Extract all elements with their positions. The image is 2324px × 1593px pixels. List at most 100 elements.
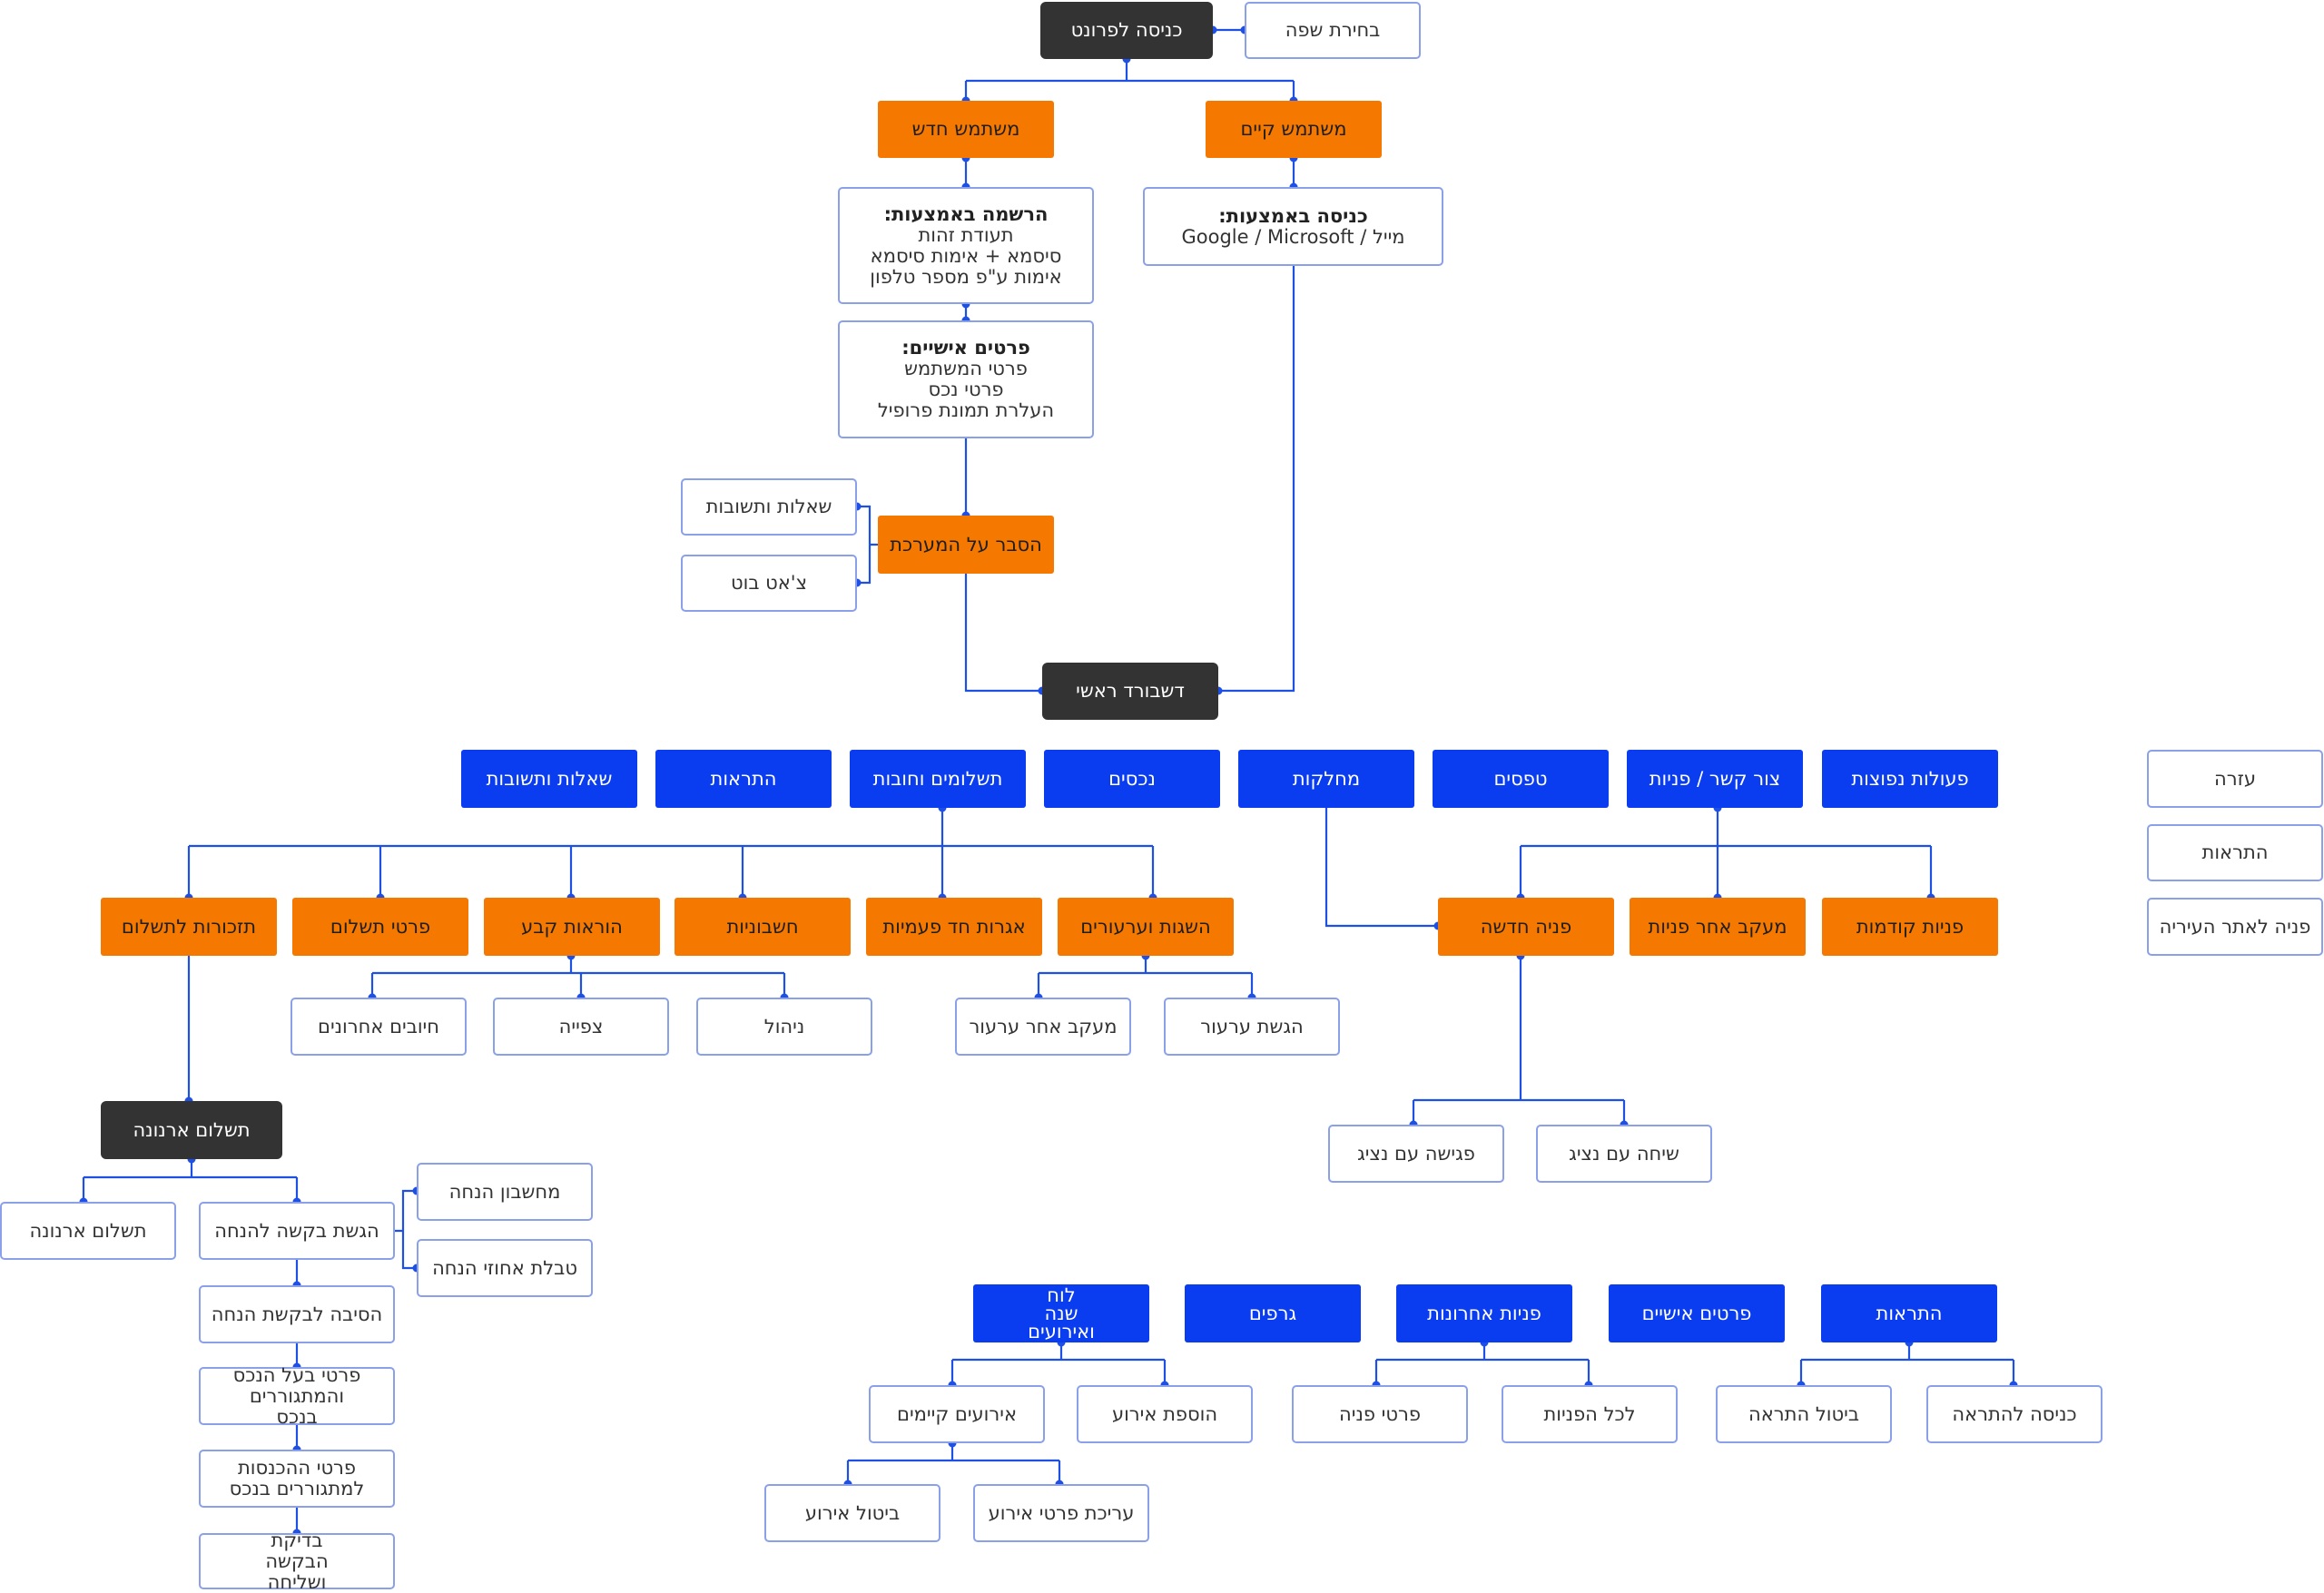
income-details-node[interactable]: פרטי ההכנסות למתגוררים בנכס bbox=[199, 1450, 395, 1508]
side-help-label: עזרה bbox=[2214, 767, 2256, 790]
view-node[interactable]: צפייה bbox=[493, 998, 669, 1056]
recent-charges-label: חיובים אחרונים bbox=[318, 1015, 439, 1037]
request-tracking-label: מעקב אחר פניות bbox=[1648, 915, 1787, 938]
review-send-node[interactable]: בדיקת הבקשה ושליחה bbox=[199, 1529, 395, 1592]
menu-contact[interactable]: צור קשר / פניות bbox=[1627, 750, 1803, 808]
enter-alert-label: כניסה להתראה bbox=[1952, 1402, 2077, 1425]
widget-calendar-label: לוח שנה ואירועים bbox=[1028, 1284, 1095, 1342]
request-tracking-node[interactable]: מעקב אחר פניות bbox=[1630, 898, 1806, 956]
one-time-fees-label: אגרות חד פעמיות bbox=[882, 915, 1026, 938]
one-time-fees-node[interactable]: אגרות חד פעמיות bbox=[866, 898, 1042, 956]
income-details-label: פרטי ההכנסות למתגוררים בנכס bbox=[229, 1457, 365, 1500]
discount-reason-node[interactable]: הסיבה לבקשת הנחה bbox=[199, 1285, 395, 1343]
menu-assets[interactable]: נכסים bbox=[1044, 750, 1220, 808]
payment-reminders-node[interactable]: תזכורות לתשלום bbox=[101, 898, 277, 956]
widget-alerts-label: התראות bbox=[1876, 1302, 1943, 1324]
language-select-node[interactable]: בחירת שפה bbox=[1245, 2, 1421, 59]
discount-calculator-node[interactable]: מחשבון הנחה bbox=[417, 1163, 593, 1221]
system-explain-node[interactable]: הסבר על המערכת bbox=[878, 516, 1054, 574]
payment-details-node[interactable]: פרטי תשלום bbox=[292, 898, 468, 956]
standing-orders-label: הוראות קבע bbox=[521, 915, 623, 938]
previous-requests-label: פניות קודמות bbox=[1856, 915, 1965, 938]
new-request-label: פניה חדשה bbox=[1480, 915, 1572, 938]
personal-details-line: העלרת תמונת פרופיל bbox=[877, 399, 1055, 421]
edit-event-label: עריכת פרטי אירוע bbox=[988, 1501, 1135, 1524]
register-methods-title: הרשמה באמצעות: bbox=[883, 202, 1049, 225]
discount-request-node[interactable]: הגשת בקשה להנחה bbox=[199, 1202, 395, 1260]
discount-table-node[interactable]: טבלת אחוזי הנחה bbox=[417, 1239, 593, 1297]
review-send-label: בדיקת הבקשה ושליחה bbox=[265, 1529, 329, 1593]
chatbot-node[interactable]: צ'אט בוט bbox=[681, 555, 857, 612]
cancel-alert-node[interactable]: ביטול התראה bbox=[1716, 1385, 1892, 1443]
submit-appeal-node[interactable]: הגשת ערעור bbox=[1164, 998, 1340, 1056]
manage-node[interactable]: ניהול bbox=[696, 998, 872, 1056]
existing-user-node[interactable]: משתמש קיים bbox=[1206, 101, 1382, 158]
meet-with-rep-node[interactable]: פגישה עם נציג bbox=[1328, 1125, 1504, 1183]
register-methods-line: אימות ע"פ מספר טלפון bbox=[870, 265, 1062, 288]
discount-calculator-label: מחשבון הנחה bbox=[448, 1180, 561, 1203]
owner-details-label: פרטי בעל הנכס והמתגוררים בנכס bbox=[232, 1363, 361, 1428]
existing-events-node[interactable]: אירועים קיימים bbox=[869, 1385, 1045, 1443]
side-city-site[interactable]: פניה לאתר העיריה bbox=[2147, 898, 2323, 956]
arnona-payment-node[interactable]: תשלום ארנונה bbox=[0, 1202, 176, 1260]
invoices-node[interactable]: חשבוניות bbox=[675, 898, 851, 956]
menu-qa-label: שאלות ותשובות bbox=[486, 767, 613, 790]
widget-calendar[interactable]: לוח שנה ואירועים bbox=[973, 1284, 1149, 1342]
front-entry-node[interactable]: כניסה לפרונט bbox=[1040, 2, 1213, 59]
standing-orders-node[interactable]: הוראות קבע bbox=[484, 898, 660, 956]
personal-details-box[interactable]: פרטים אישיים: פרטי המשתמש פרטי נכס העלרת… bbox=[838, 320, 1094, 438]
recent-charges-node[interactable]: חיובים אחרונים bbox=[290, 998, 467, 1056]
edit-event-node[interactable]: עריכת פרטי אירוע bbox=[973, 1484, 1149, 1542]
all-requests-label: לכל הפניות bbox=[1543, 1402, 1636, 1425]
owner-details-node[interactable]: פרטי בעל הנכס והמתגוררים בנכס bbox=[199, 1363, 395, 1428]
cancel-event-node[interactable]: ביטול אירוע bbox=[764, 1484, 940, 1542]
track-appeal-label: מעקב אחר ערעור bbox=[969, 1015, 1118, 1037]
widget-graphs[interactable]: גרפים bbox=[1185, 1284, 1361, 1342]
cancel-alert-label: ביטול התראה bbox=[1748, 1402, 1859, 1425]
side-alerts[interactable]: התראות bbox=[2147, 824, 2323, 881]
new-user-label: משתמש חדש bbox=[911, 118, 1020, 140]
menu-departments-label: מחלקות bbox=[1292, 767, 1361, 790]
discount-request-label: הגשת בקשה להנחה bbox=[214, 1219, 379, 1242]
enter-alert-node[interactable]: כניסה להתראה bbox=[1926, 1385, 2102, 1443]
all-requests-node[interactable]: לכל הפניות bbox=[1502, 1385, 1678, 1443]
arnona-payment-label: תשלום ארנונה bbox=[29, 1219, 147, 1242]
track-appeal-node[interactable]: מעקב אחר ערעור bbox=[955, 998, 1131, 1056]
invoices-label: חשבוניות bbox=[726, 915, 799, 938]
top-qa-node[interactable]: שאלות ותשובות bbox=[681, 478, 857, 536]
arnona-payment-head-node[interactable]: תשלום ארנונה bbox=[101, 1101, 282, 1159]
personal-details-line: פרטי נכס bbox=[928, 379, 1004, 400]
chat-with-rep-node[interactable]: שיחה עם נציג bbox=[1536, 1125, 1712, 1183]
widget-personal[interactable]: פרטים אישיים bbox=[1609, 1284, 1785, 1342]
login-methods-line: מייל / Google / Microsoft bbox=[1181, 225, 1405, 248]
login-methods-title: כניסה באמצעות: bbox=[1218, 204, 1368, 227]
menu-assets-label: נכסים bbox=[1108, 767, 1156, 790]
add-event-label: הוספת אירוע bbox=[1111, 1402, 1218, 1425]
objections-node[interactable]: השגות וערעורים bbox=[1058, 898, 1234, 956]
cancel-event-label: ביטול אירוע bbox=[804, 1501, 901, 1524]
widget-graphs-label: גרפים bbox=[1248, 1302, 1297, 1324]
register-methods-box[interactable]: הרשמה באמצעות: תעודת זהות סיסמא + אימות … bbox=[838, 187, 1094, 304]
new-request-node[interactable]: פניה חדשה bbox=[1438, 898, 1614, 956]
side-help[interactable]: עזרה bbox=[2147, 750, 2323, 808]
top-qa-label: שאלות ותשובות bbox=[705, 496, 832, 517]
menu-qa[interactable]: שאלות ותשובות bbox=[461, 750, 637, 808]
widget-alerts[interactable]: התראות bbox=[1821, 1284, 1997, 1342]
widget-recent-requests[interactable]: פניות אחרונות bbox=[1396, 1284, 1572, 1342]
manage-label: ניהול bbox=[763, 1015, 805, 1037]
menu-departments[interactable]: מחלקות bbox=[1238, 750, 1414, 808]
new-user-node[interactable]: משתמש חדש bbox=[878, 101, 1054, 158]
personal-details-title: פרטים אישיים: bbox=[901, 337, 1030, 359]
menu-forms[interactable]: טפסים bbox=[1433, 750, 1609, 808]
add-event-node[interactable]: הוספת אירוע bbox=[1077, 1385, 1253, 1443]
register-methods-line: סיסמא + אימות סיסמא bbox=[870, 244, 1062, 267]
submit-appeal-label: הגשת ערעור bbox=[1200, 1015, 1304, 1037]
login-methods-box[interactable]: כניסה באמצעות: מייל / Google / Microsoft bbox=[1143, 187, 1443, 266]
main-dashboard-node[interactable]: דשבורד ראשי bbox=[1042, 663, 1218, 720]
menu-alerts[interactable]: התראות bbox=[655, 750, 832, 808]
menu-payments[interactable]: תשלומים וחובות bbox=[850, 750, 1026, 808]
request-details-node[interactable]: פרטי פניה bbox=[1292, 1385, 1468, 1443]
existing-events-label: אירועים קיימים bbox=[897, 1402, 1017, 1425]
menu-quick-actions[interactable]: פעולות נפוצות bbox=[1822, 750, 1998, 808]
previous-requests-node[interactable]: פניות קודמות bbox=[1822, 898, 1998, 956]
